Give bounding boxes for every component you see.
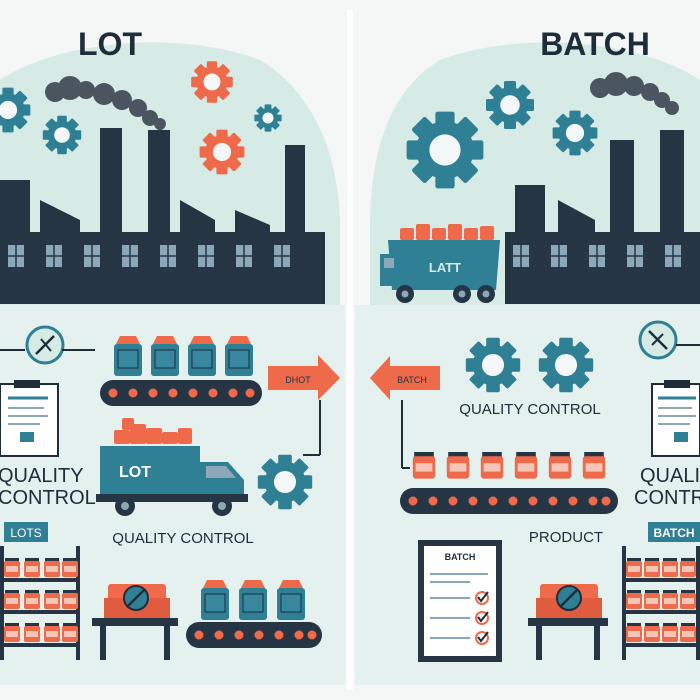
batch-conveyor-icon	[400, 452, 618, 514]
lot-shelf-icon: LOTS	[0, 522, 80, 660]
batch-title: BATCH	[540, 26, 650, 62]
lot-factory-icon	[0, 128, 325, 304]
batch-quality-control-label: QUALITY CONTROL	[459, 401, 600, 418]
gear-icon	[406, 111, 484, 189]
smoke-icon	[45, 76, 166, 130]
lot-truck-icon: LOT	[96, 418, 248, 516]
smoke-icon	[590, 72, 679, 115]
batch-arrow-icon: BATCH	[370, 356, 440, 400]
batch-product-label: PRODUCT	[529, 529, 603, 546]
clipboard-icon	[651, 380, 700, 457]
clipboard-icon	[0, 380, 59, 457]
gear-icon	[199, 129, 245, 175]
batch-factory-icon	[505, 130, 700, 304]
gear-icon	[42, 115, 82, 155]
batch-shelf-icon: BATCH	[622, 522, 700, 660]
clock-icon	[25, 325, 65, 365]
lot-conveyor-icon	[100, 335, 262, 406]
lot-shelf-label: LOTS	[10, 526, 41, 540]
batch-truck-label: LATT	[429, 260, 461, 275]
lot-arrow-icon: DHOT	[268, 355, 340, 400]
gear-icon	[552, 110, 598, 156]
gear-icon	[486, 81, 534, 129]
gear-icon	[254, 104, 282, 132]
batch-arrow-label: BATCH	[397, 375, 427, 385]
lot-quality-label: QUALITY	[0, 465, 84, 487]
batch-truck-icon: LATT	[380, 224, 500, 303]
gear-icon	[191, 61, 233, 103]
clock-icon	[638, 320, 678, 360]
lot-control-label: CONTROL	[0, 487, 96, 509]
lot-conveyor-icon	[186, 579, 322, 648]
gear-icon	[538, 337, 594, 393]
checklist-icon: BATCH	[418, 540, 502, 662]
batch-clipboard-label: BATCH	[445, 552, 476, 562]
lot-table-icon	[92, 584, 178, 660]
lot-title: LOT	[78, 26, 142, 62]
batch-shelf-label: BATCH	[653, 526, 694, 540]
lot-quality-control-label: QUALITY CONTROL	[112, 530, 253, 547]
batch-control-label: CONTROL	[634, 487, 700, 509]
lot-truck-label: LOT	[119, 464, 151, 481]
batch-quality-label: QUALITY	[640, 465, 700, 487]
gear-icon	[465, 337, 521, 393]
batch-table-icon	[528, 584, 608, 660]
lot-arrow-label: DHOT	[285, 375, 311, 385]
gear-icon	[257, 454, 313, 510]
